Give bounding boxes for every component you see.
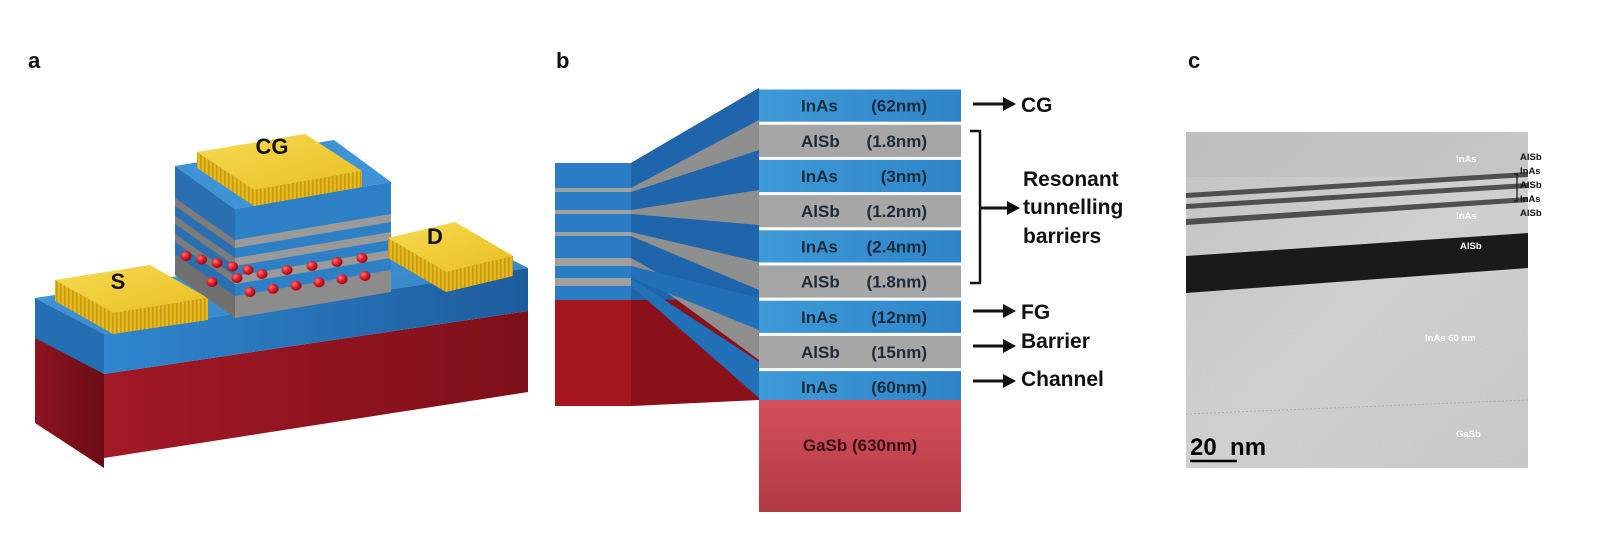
tem-label-alsb: AlSb xyxy=(1460,241,1482,252)
layer-thickness: (2.4nm) xyxy=(867,237,927,256)
layer-material: AlSb xyxy=(801,132,840,151)
layer-thickness: (12nm) xyxy=(871,308,927,327)
layer-2 xyxy=(759,124,961,157)
panel-label-b: b xyxy=(556,48,570,73)
layer-3 xyxy=(759,159,961,193)
annotations: CG Resonant tunnelling barriers FG Barri… xyxy=(970,94,1123,391)
layer-material: AlSb xyxy=(801,273,840,292)
layer-thickness: (1.2nm) xyxy=(867,202,927,221)
annotation-channel: Channel xyxy=(1021,368,1104,391)
electron-dot xyxy=(336,274,348,285)
tem-label-inas-mid: InAs xyxy=(1456,211,1477,222)
layer-material: InAs xyxy=(801,378,838,397)
layer-thickness: (60nm) xyxy=(871,378,927,397)
electron-dot xyxy=(256,269,268,279)
side-label-3: AlSb xyxy=(1520,180,1542,191)
layer-4 xyxy=(759,195,961,228)
electron-dot xyxy=(290,280,302,291)
scale-bar-label: 20 nm xyxy=(1190,434,1266,461)
layer-material: AlSb xyxy=(801,202,840,221)
layer-material: InAs xyxy=(801,308,838,327)
electron-dot xyxy=(211,258,223,268)
side-label-1: AlSb xyxy=(1520,152,1542,163)
source-label: S xyxy=(111,269,126,294)
electron-dot xyxy=(331,257,343,267)
electron-dot xyxy=(244,287,256,297)
layer-1 xyxy=(759,89,961,122)
electron-dot xyxy=(206,277,218,287)
electron-dot xyxy=(227,261,238,272)
tem-thin-layers xyxy=(1186,172,1528,225)
stack-layers: InAs (62nm) AlSb (1.8nm) InAs (3nm) AlSb (1.2nm… xyxy=(759,89,961,404)
side-bracket xyxy=(1514,173,1518,202)
electron-dot xyxy=(267,283,279,294)
layer-thickness: (1.8nm) xyxy=(867,273,927,292)
drain-contact xyxy=(388,222,513,292)
layer-6 xyxy=(759,265,961,298)
source-contact xyxy=(55,265,208,334)
arrow-cg: CG xyxy=(973,94,1053,117)
tem-alsb-band xyxy=(1186,233,1528,293)
annotation-fg: FG xyxy=(1021,301,1050,324)
drain-label: D xyxy=(427,224,443,249)
layer-thickness: (3nm) xyxy=(881,167,927,186)
electron-dots xyxy=(180,251,371,297)
electron-dot xyxy=(196,254,207,265)
layer-material: InAs xyxy=(801,167,838,186)
tem-micrograph: InAs InAs AlSb InAs 60 nm GaSb 20 nm AlS… xyxy=(1185,132,1542,468)
arrow-fg: FG xyxy=(973,301,1050,324)
tem-labels: InAs InAs AlSb InAs 60 nm GaSb xyxy=(1425,154,1482,440)
panel-label-c: c xyxy=(1188,48,1201,73)
side-label-4: InAs xyxy=(1520,194,1541,205)
layer-thickness: (62nm) xyxy=(871,97,927,116)
tem-label-inas-top: InAs xyxy=(1456,154,1477,165)
gasb-substrate xyxy=(759,400,961,512)
layer-material: AlSb xyxy=(801,343,840,362)
left-mini-stack xyxy=(555,163,631,406)
gasb-label: GaSb (630nm) xyxy=(803,436,917,455)
arrow-barrier: Barrier xyxy=(973,330,1090,353)
electron-dot xyxy=(242,265,254,275)
arrow-channel: Channel xyxy=(973,368,1104,391)
tem-label-gasb: GaSb xyxy=(1456,429,1481,440)
layer-9 xyxy=(759,371,961,404)
device-illustration: S CG D xyxy=(35,134,528,468)
side-label-2: InAs xyxy=(1520,166,1541,177)
electron-dot xyxy=(356,253,368,263)
annotation-cg: CG xyxy=(1021,94,1053,117)
side-label-5: AlSb xyxy=(1520,208,1542,219)
electron-dot xyxy=(281,265,293,275)
bracket-resonant: Resonant tunnelling barriers xyxy=(970,129,1123,285)
layer-5 xyxy=(759,230,961,263)
layer-material: InAs xyxy=(801,97,838,116)
annotation-resonant-2: tunnelling xyxy=(1023,196,1123,219)
tem-side-labels: AlSb InAs AlSb InAs AlSb xyxy=(1514,152,1542,219)
fan-connector xyxy=(631,88,759,406)
layer-stack-diagram: InAs (62nm) AlSb (1.8nm) InAs (3nm) AlSb (1.2nm… xyxy=(555,88,1123,512)
electron-dot xyxy=(359,271,371,281)
layer-7 xyxy=(759,300,961,333)
annotation-resonant-3: barriers xyxy=(1023,225,1101,248)
layer-8 xyxy=(759,335,961,369)
panel-label-a: a xyxy=(28,48,41,73)
electron-dot xyxy=(306,261,318,271)
electron-dot xyxy=(231,273,243,283)
annotation-barrier: Barrier xyxy=(1021,330,1090,353)
electron-dot xyxy=(313,277,325,288)
tem-label-inas-60: InAs 60 nm xyxy=(1425,333,1476,344)
layer-material: InAs xyxy=(801,237,838,256)
layer-thickness: (1.8nm) xyxy=(867,132,927,151)
electron-dot xyxy=(180,251,192,261)
control-gate-label: CG xyxy=(256,134,289,159)
control-gate-contact xyxy=(197,134,362,206)
layer-thickness: (15nm) xyxy=(871,343,927,362)
annotation-resonant-1: Resonant xyxy=(1023,168,1119,191)
